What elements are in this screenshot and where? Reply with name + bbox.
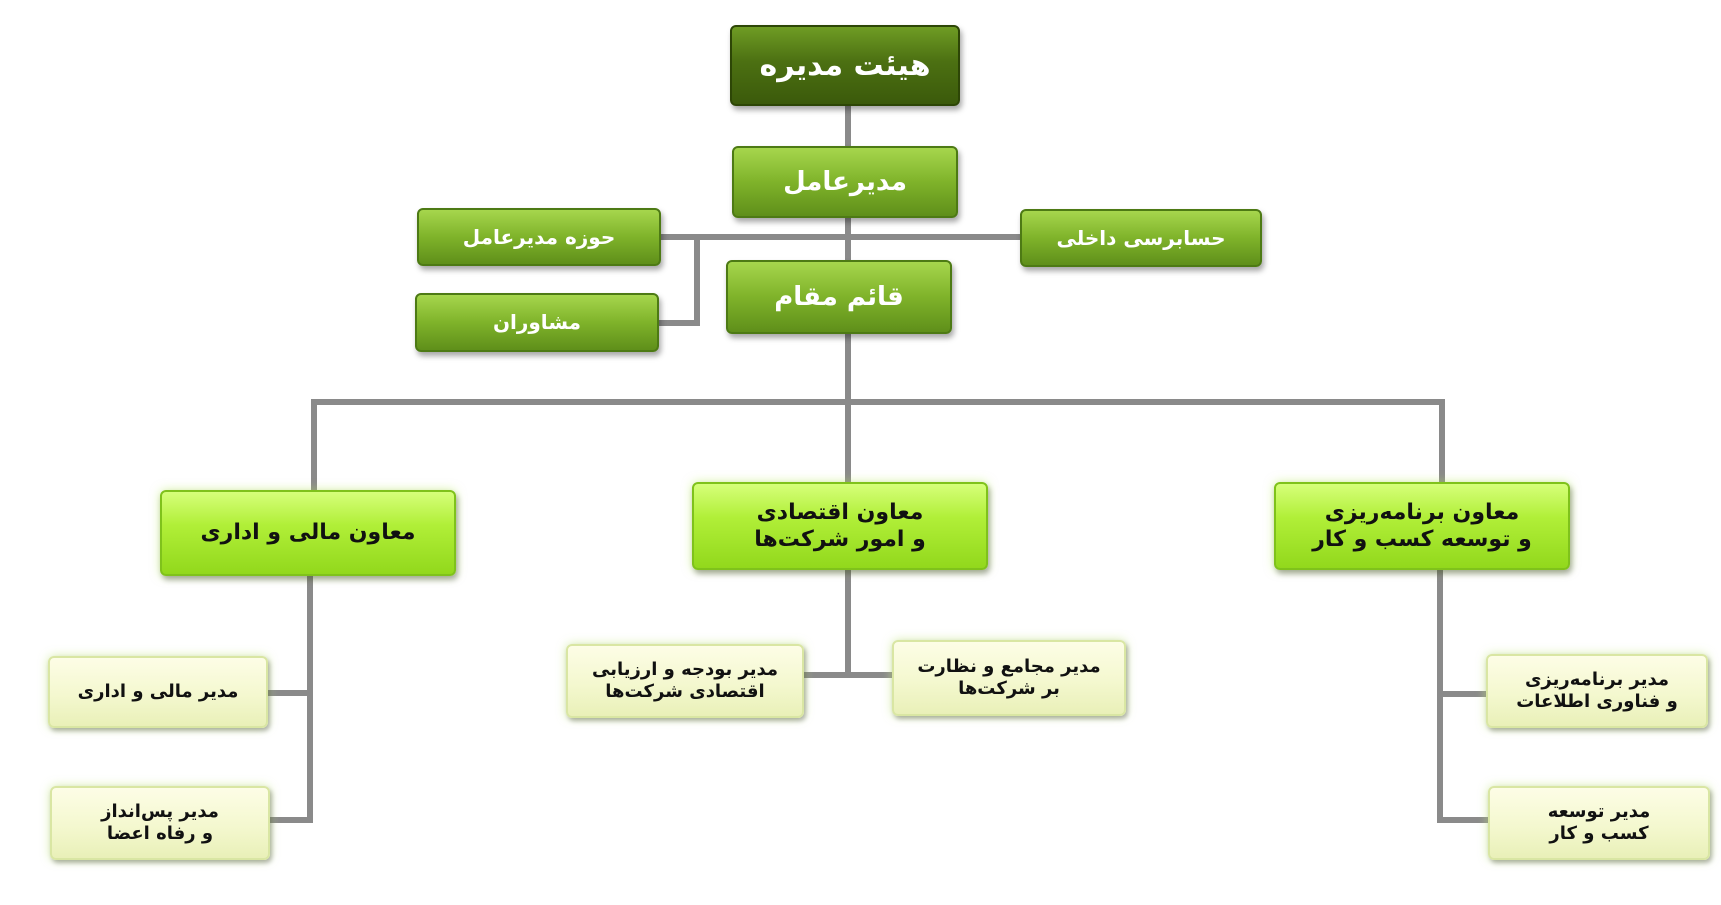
- mgr-assemblies-line1: مدیر مجامع و نظارت: [917, 655, 1101, 677]
- mgr-finance-label: مدیر مالی و اداری: [77, 680, 239, 702]
- mgr-bizdev-line1: مدیر توسعه: [1547, 800, 1651, 822]
- vp-finance-label: معاون مالی و اداری: [200, 520, 416, 546]
- deputy-box: قائم مقام: [726, 260, 952, 334]
- internal-audit-box: حسابرسی داخلی: [1020, 209, 1262, 267]
- mgr-finance-box: مدیر مالی و اداری: [48, 656, 268, 728]
- mgr-bizdev-line2: کسب و کار: [1549, 823, 1649, 844]
- vp-economic-line1: معاون اقتصادی: [756, 499, 924, 525]
- advisors-label: مشاوران: [492, 310, 582, 334]
- advisors-box: مشاوران: [415, 293, 659, 352]
- vp-economic-line2: و امور شرکت‌ها: [754, 527, 926, 552]
- mgr-savings-line2: و رفاه اعضا: [106, 823, 214, 844]
- vp-planning-line1: معاون برنامه‌ریزی: [1324, 499, 1520, 525]
- vp-planning-line2: و توسعه کسب و کار: [1312, 527, 1532, 552]
- board-of-directors-box: هیئت مدیره: [730, 25, 960, 106]
- ceo-box: مدیرعامل: [732, 146, 958, 218]
- board-label: هیئت مدیره: [759, 47, 931, 83]
- ceo-office-box: حوزه مدیرعامل: [417, 208, 661, 266]
- deputy-label: قائم مقام: [774, 281, 904, 312]
- vp-economic-box: معاون اقتصادی و امور شرکت‌ها: [692, 482, 988, 570]
- mgr-assemblies-box: مدیر مجامع و نظارت بر شرکت‌ها: [892, 640, 1126, 716]
- mgr-it-line2: و فناوری اطلاعات: [1516, 691, 1678, 712]
- internal-audit-label: حسابرسی داخلی: [1056, 225, 1226, 250]
- mgr-bizdev-box: مدیر توسعه کسب و کار: [1488, 786, 1710, 860]
- vp-planning-box: معاون برنامه‌ریزی و توسعه کسب و کار: [1274, 482, 1570, 570]
- vp-finance-box: معاون مالی و اداری: [160, 490, 456, 576]
- mgr-budget-line1: مدیر بودجه و ارزیابی: [591, 658, 779, 680]
- mgr-savings-box: مدیر پس‌انداز و رفاه اعضا: [50, 786, 270, 860]
- mgr-it-line1: مدیر برنامه‌ریزی: [1524, 668, 1670, 690]
- mgr-budget-box: مدیر بودجه و ارزیابی اقتصادی شرکت‌ها: [566, 644, 804, 718]
- mgr-it-box: مدیر برنامه‌ریزی و فناوری اطلاعات: [1486, 654, 1708, 728]
- ceo-label: مدیرعامل: [783, 166, 907, 197]
- mgr-assemblies-line2: بر شرکت‌ها: [958, 678, 1060, 699]
- mgr-budget-line2: اقتصادی شرکت‌ها: [605, 681, 765, 702]
- mgr-savings-line1: مدیر پس‌انداز: [101, 800, 219, 822]
- ceo-office-label: حوزه مدیرعامل: [462, 224, 616, 249]
